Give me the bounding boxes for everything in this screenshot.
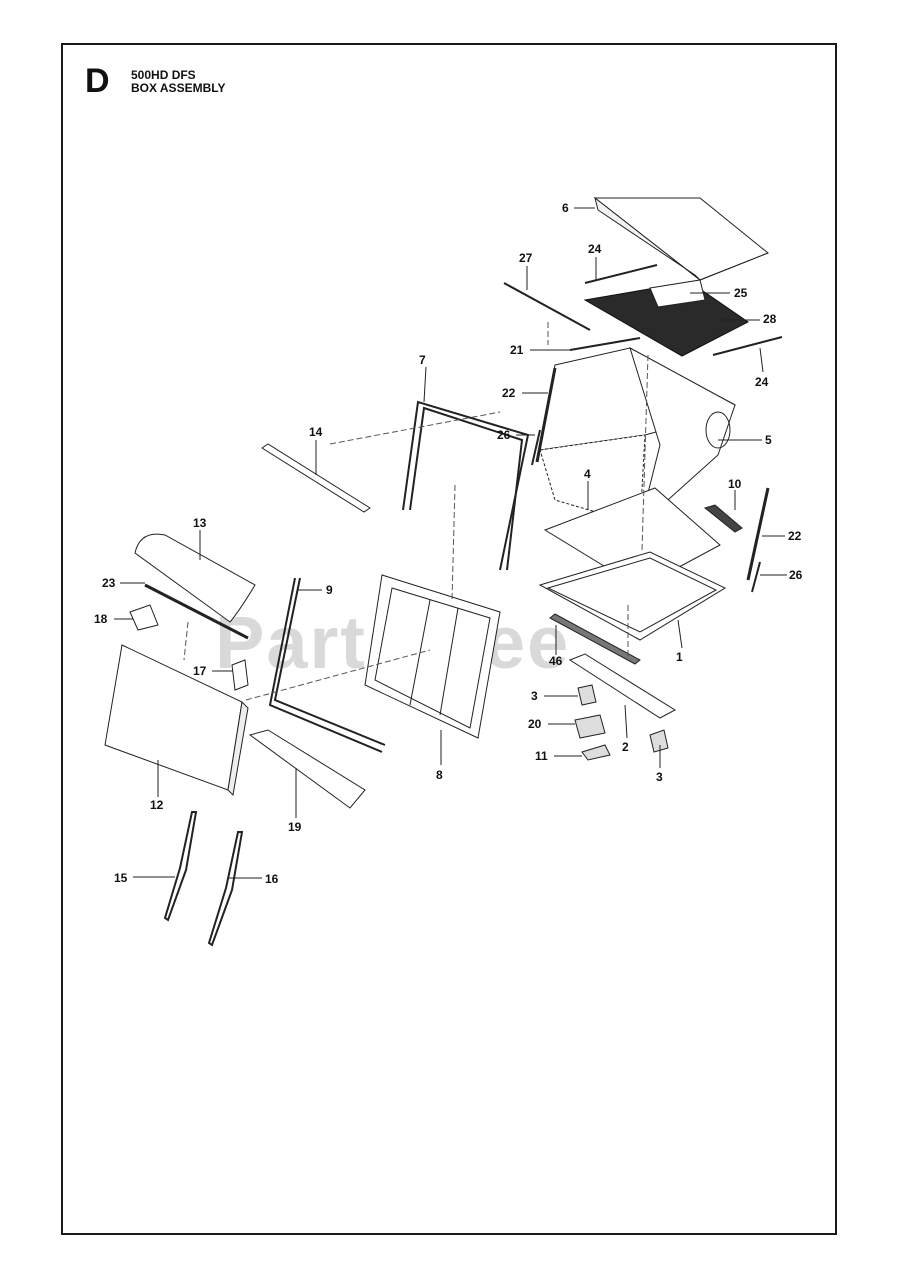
part-box-body	[539, 346, 737, 527]
callout-26-right: 26	[789, 568, 803, 582]
callout-13: 13	[193, 516, 207, 530]
part-arm-16	[207, 831, 244, 947]
part-bracket-20	[574, 714, 606, 739]
callout-22-right: 22	[788, 529, 802, 543]
callout-4: 4	[584, 467, 591, 481]
callout-22-left: 22	[502, 386, 516, 400]
part-block-3-right	[649, 729, 669, 753]
part-rod-26-left	[531, 429, 541, 466]
part-top-cover	[593, 196, 769, 281]
part-rod-22-left	[535, 367, 557, 463]
callout-3-right: 3	[656, 770, 663, 784]
callout-11: 11	[535, 749, 548, 763]
part-strip-24-lower	[712, 336, 783, 356]
callout-20: 20	[528, 717, 542, 731]
callout-23: 23	[102, 576, 116, 590]
part-arm-15	[163, 811, 198, 922]
part-strip-23	[144, 583, 249, 640]
callout-6: 6	[562, 201, 569, 215]
callout-24-upper: 24	[588, 242, 602, 256]
callout-16: 16	[265, 872, 279, 886]
model-title: 500HD DFS	[131, 68, 196, 82]
callout-7: 7	[419, 353, 426, 367]
part-rod-26-right	[751, 561, 761, 593]
part-rod-21	[569, 337, 641, 351]
callout-12: 12	[150, 798, 164, 812]
part-screen	[583, 279, 749, 357]
callout-2: 2	[622, 740, 629, 754]
part-side-panel-12	[104, 644, 249, 797]
callout-28: 28	[763, 312, 777, 326]
leader-lines	[114, 207, 787, 879]
part-rod-27	[503, 282, 591, 331]
callout-10: 10	[728, 477, 742, 491]
assembly-title: BOX ASSEMBLY	[131, 81, 226, 95]
callout-26-left: 26	[497, 428, 511, 442]
callout-8: 8	[436, 768, 443, 782]
part-door-frame-8	[364, 574, 501, 739]
part-plate-17	[231, 659, 249, 691]
callout-19: 19	[288, 820, 302, 834]
part-strip-24-upper	[584, 264, 658, 284]
part-u-frame	[402, 400, 530, 571]
dash-lines	[183, 322, 649, 701]
part-deflector-13	[134, 533, 256, 623]
page-border	[61, 43, 837, 1235]
part-base-tray	[538, 551, 727, 641]
callout-5: 5	[765, 433, 772, 447]
part-clip-11	[581, 744, 611, 761]
callout-18: 18	[94, 612, 108, 626]
part-bracket-10	[703, 504, 743, 533]
callout-15: 15	[114, 871, 128, 885]
callout-14: 14	[309, 425, 323, 439]
callout-46: 46	[549, 654, 563, 668]
callout-25: 25	[734, 286, 748, 300]
callout-1: 1	[676, 650, 683, 664]
callout-17: 17	[193, 664, 207, 678]
callout-24-lower: 24	[755, 375, 769, 389]
part-frame-9	[268, 577, 386, 753]
callout-27: 27	[519, 251, 533, 265]
section-letter: D	[85, 62, 110, 100]
part-strip-46	[549, 613, 641, 665]
callout-labels: 6 24 27 25 28 21 24 7 22 26 5 14 4 10 22…	[94, 201, 803, 886]
callout-9: 9	[326, 583, 333, 597]
part-channel-2	[568, 653, 676, 719]
part-bar-14	[261, 443, 371, 513]
callout-21: 21	[510, 343, 524, 357]
part-rod-22-right	[746, 487, 770, 581]
part-plate-18	[129, 604, 159, 631]
callout-3-left: 3	[531, 689, 538, 703]
part-block-3-left	[577, 684, 597, 706]
part-trough-19	[248, 729, 366, 809]
